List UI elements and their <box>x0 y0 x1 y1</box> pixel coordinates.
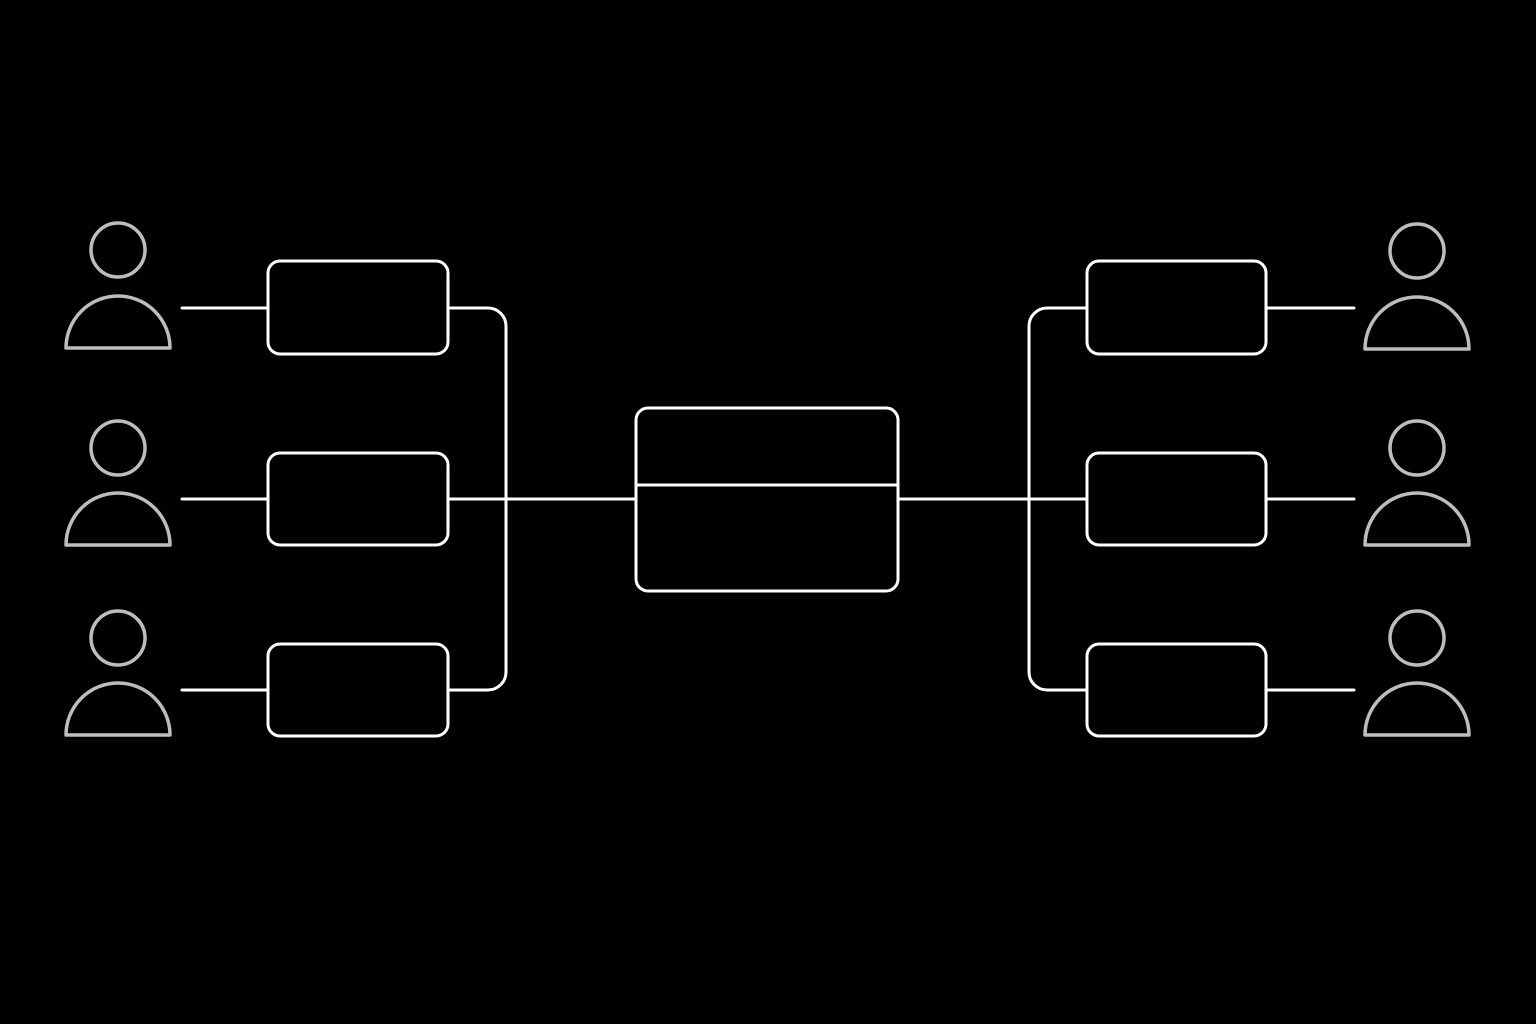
right-box-2[interactable] <box>1085 451 1268 547</box>
right-box-1[interactable] <box>1085 259 1268 356</box>
right-bracket <box>1027 306 1089 692</box>
center-node[interactable] <box>634 406 900 593</box>
right-person-icon-1 <box>1363 222 1471 351</box>
right-group <box>896 222 1471 738</box>
left-box-1[interactable] <box>266 259 450 356</box>
left-box-3[interactable] <box>266 642 450 738</box>
left-box-2[interactable] <box>266 451 450 547</box>
center-box[interactable] <box>634 406 900 593</box>
right-person-icon-3 <box>1363 609 1471 737</box>
left-person-icon-3 <box>64 609 172 737</box>
left-person-icon-2 <box>64 419 172 547</box>
right-person-icon-2 <box>1363 419 1471 547</box>
left-person-icon-1 <box>64 221 172 350</box>
right-box-3[interactable] <box>1085 642 1268 738</box>
left-group <box>64 221 638 738</box>
